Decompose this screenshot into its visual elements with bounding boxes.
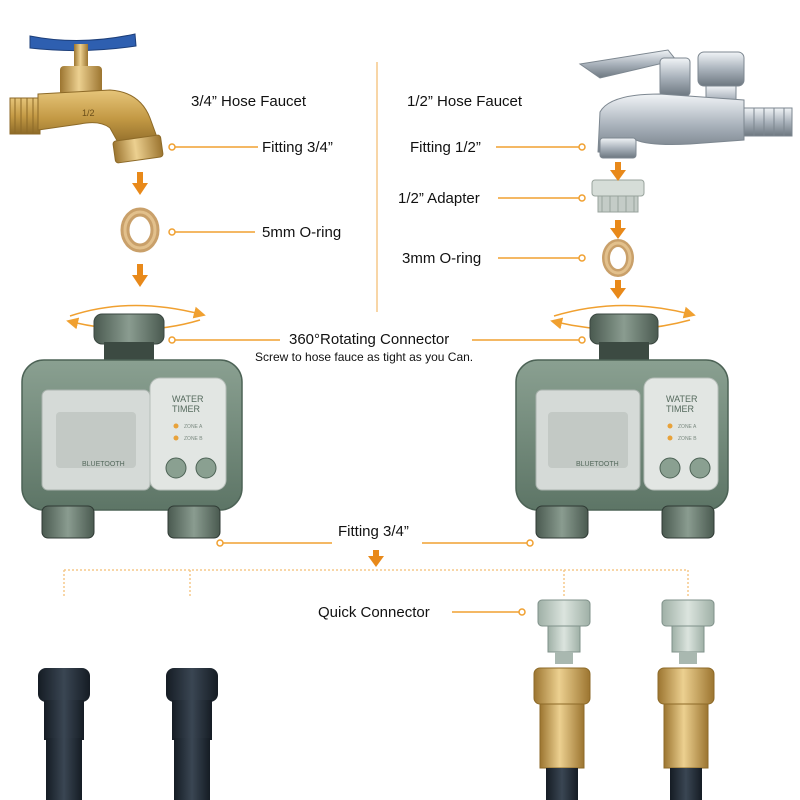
quick-connector-label: Quick Connector — [318, 604, 430, 621]
o-ring-icon — [602, 239, 634, 277]
rotating-connector-note: Screw to hose fauce as tight as you Can. — [255, 350, 474, 364]
zone-button — [689, 457, 711, 479]
down-arrow-icon — [132, 162, 626, 567]
quick-connector-icon — [537, 599, 591, 664]
quick-connector-icon — [661, 599, 715, 664]
water-timer-right: WATER TIMER ZONE A ZONE B BLUETOOTH — [515, 313, 729, 539]
zone-a-label: ZONE A — [678, 424, 697, 430]
adapter-icon — [591, 179, 645, 213]
distribution-line — [63, 569, 689, 596]
left-faucet-label: 3/4” Hose Faucet — [191, 93, 307, 110]
zone-a-label: ZONE A — [184, 424, 203, 430]
hose-end-icon — [166, 668, 218, 800]
device-title-line2: TIMER — [172, 404, 200, 414]
right-faucet-label: 1/2” Hose Faucet — [407, 93, 523, 110]
zone-b-label: ZONE B — [678, 436, 697, 442]
brass-hose-end-icon — [533, 667, 591, 800]
hose-end-icon — [38, 668, 90, 800]
device-title-line1: WATER — [172, 394, 204, 404]
brass-hose-end-icon — [657, 667, 715, 800]
leader-dots — [168, 143, 586, 616]
fitting-3-4-bottom-label: Fitting 3/4” — [338, 523, 409, 540]
device-title-line2: TIMER — [666, 404, 694, 414]
fitting-1-2-label: Fitting 1/2” — [410, 139, 481, 156]
fitting-3-4-label: Fitting 3/4” — [262, 139, 333, 156]
o-ring-icon — [120, 207, 160, 253]
water-timer-left: WATER TIMER ZONE A ZONE B BLUETOOTH — [21, 313, 243, 539]
oring-5mm-label: 5mm O-ring — [262, 224, 342, 241]
zone-button — [165, 457, 187, 479]
leader-lines — [174, 146, 580, 613]
faucet-size-marking: 1/2 — [82, 108, 95, 118]
rotating-connector-label: 360°Rotating Connector — [289, 331, 450, 348]
zone-b-label: ZONE B — [184, 436, 203, 442]
oring-3mm-label: 3mm O-ring — [402, 250, 482, 267]
device-title-line1: WATER — [666, 394, 698, 404]
chrome-faucet-icon — [578, 49, 793, 159]
water-timer-icon — [21, 313, 243, 539]
device-brand: BLUETOOTH — [82, 461, 125, 468]
brass-faucet-icon: 1/2 — [9, 33, 164, 164]
zone-button — [195, 457, 217, 479]
adapter-1-2-label: 1/2” Adapter — [398, 190, 480, 207]
zone-button — [659, 457, 681, 479]
device-brand: BLUETOOTH — [576, 461, 619, 468]
